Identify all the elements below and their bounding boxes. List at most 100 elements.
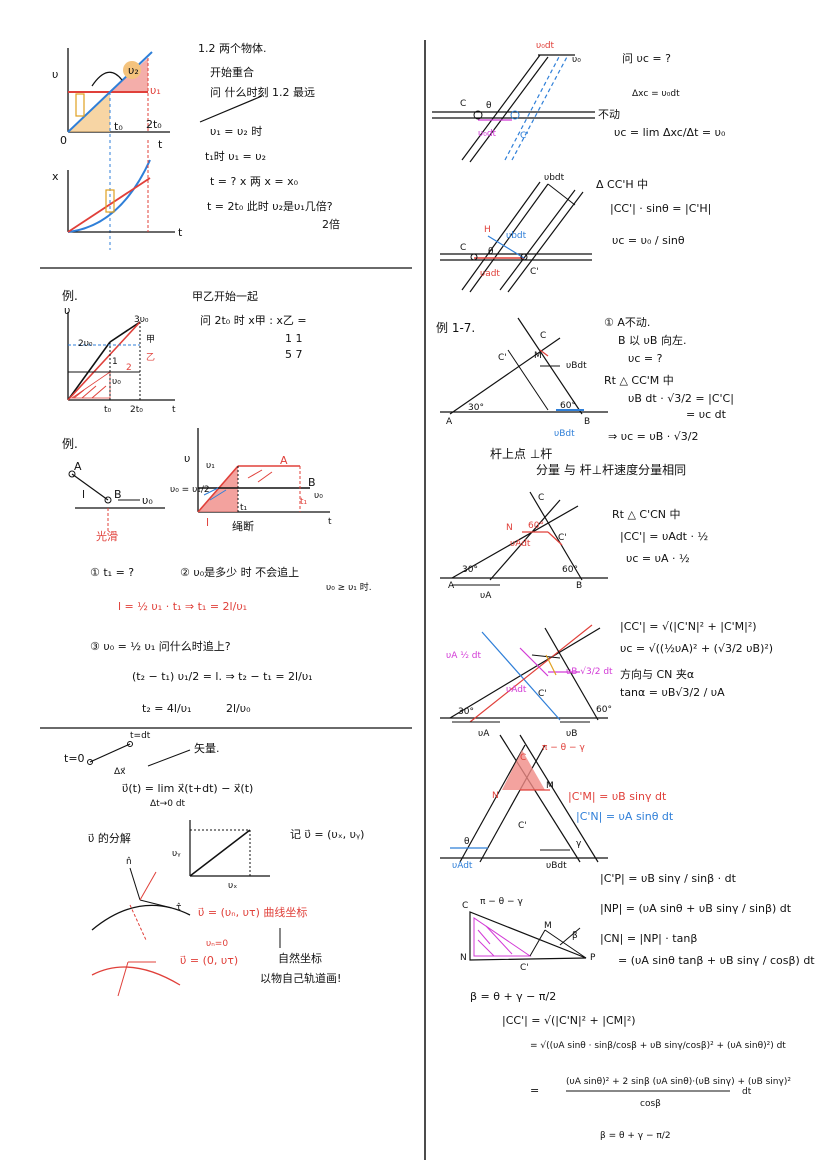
formula: β = θ + γ − π/2 [470,990,557,1003]
formula: dt [742,1087,752,1097]
diagram-label: 30° [468,403,484,413]
formula: |NP| = (υA sinθ + υB sinγ / sinβ) dt [600,902,792,915]
diagram-label: 60° [528,521,544,531]
formula: υc = lim Δxc/Δt = υ₀ [614,126,726,139]
graph-label: l [206,516,210,529]
diagram-label: t=dt [130,731,151,741]
diagram-label: t=0 [64,752,85,765]
diagram-label: υAdt [506,685,527,695]
graph-label: 甲 [146,335,156,345]
note-4-line: υ⃗ 的分解 [88,832,131,845]
diagram-label: 60° [596,705,612,715]
formula: υ⃗ = (0, υτ) [180,954,239,967]
note-2-line: 问 2t₀ 时 x甲 : x乙 = [200,314,307,327]
note-r3-line: Rt △ CC'M 中 [604,374,674,387]
note-r1-line: 问 υc = ? [622,52,671,65]
formula: β = θ + γ − π/2 [600,1131,671,1141]
diagram-label: C' [520,963,529,973]
diagram-label: υA [480,591,492,601]
graph-label: υₓ [228,881,238,891]
graph-label: 2 [126,363,132,373]
diagram-label: C [538,493,545,503]
formula: |C'N| = υA sinθ dt [576,810,674,823]
graph-label: x [52,170,59,183]
diagram-label: B [584,417,591,427]
diagram-label: υA [478,729,490,739]
note-1-line: 开始重合 [210,66,254,79]
diagram-label: C [520,753,527,763]
diagram-label: 30° [458,707,474,717]
graph-label: t [178,226,183,239]
diagram-label: M [544,921,552,931]
example-label: 例. [62,289,78,303]
formula: υ⃗(t) = lim x⃗(t+dt) − x⃗(t) [122,782,254,795]
diagram-label: υB [566,729,578,739]
note-1-line: 问 什么时刻 1.2 最远 [210,86,315,99]
graph-label: υ [184,452,191,465]
note-r2-line: Δ CC'H 中 [596,178,649,191]
triangle-diagram-3 [440,624,608,723]
note-r4-line: Rt △ C'CN 中 [612,508,681,521]
formula: l = ½ υ₁ · t₁ ⇒ t₁ = 2l/υ₁ [118,600,248,613]
graph-label: t [158,138,163,151]
graph-label: n̂ [126,857,132,867]
formula: υc = υ₀ / sinθ [612,234,685,247]
diagram-label: β [572,931,578,941]
diagram-label: C [460,99,467,109]
formula: = (υA sinθ tanβ + υB sinγ / cosβ) dt [618,954,815,967]
note-1-line: t = ? x 两 x = x₀ [210,175,298,188]
vector-sketch [87,741,281,997]
note-1-title: 1.2 两个物体. [198,42,267,55]
formula: |CN| = |NP| · tanβ [600,932,698,945]
diagram-label: υadt [480,269,500,279]
note-r5-line: 方向与 CN 夹α [620,668,695,681]
graph-label: υ₀ [112,377,121,387]
example-label: 例 1-7. [436,321,476,335]
note-2-line: 1 1 [285,332,303,345]
note-4-line: 自然坐标 [278,952,322,965]
note-r2-line: |CC'| · sinθ = |C'H| [610,202,712,215]
note-r3-line: ① A不动. [604,316,651,329]
graph-label: t₀ [114,120,123,133]
diagram-label: γ [576,839,582,849]
diagram-label: C [540,331,547,341]
xt-graph-1 [67,95,263,233]
note-4-line: 记 υ⃗ = (υₓ, υᵧ) [290,828,365,841]
diagram-label: θ [464,837,470,847]
graph-label: 1 [112,357,118,367]
note-2-line: 甲乙开始一起 [192,290,258,303]
diagram-label: θ [488,247,494,257]
diagram-label: υBdt [566,361,587,371]
formula: υₙ=0 [206,939,229,949]
graph-label: 2t₀ [146,118,162,131]
question: ① t₁ = ? [90,566,135,579]
formula: = υc dt [686,408,726,421]
rail-diagram-1 [432,54,595,163]
vt-graph-1 [67,48,170,250]
graph-label: t₁ [240,503,248,513]
graph-label: υ₁ [206,461,215,471]
formula: = [530,1084,540,1097]
diagram-label: C' [498,353,507,363]
diagram-label: π − θ − γ [480,897,523,907]
diagram-label: υbdt [544,173,565,183]
rail-diagram-2 [440,181,592,293]
note-4-line: 矢量. [194,742,220,755]
diagram-label: A [446,417,453,427]
formula: Δt→0 dt [150,799,186,809]
graph-label: υ [64,304,71,317]
formula: υ⃗ = (υₙ, υτ) 曲线坐标 [198,906,308,919]
diagram-label: A [74,460,82,473]
diagram-label: 60° [560,401,576,411]
diagram-label: C [460,243,467,253]
formula: cosβ [640,1099,661,1109]
graph-label: υᵧ [172,849,181,859]
example-label: 例. [62,437,78,451]
graph-label: τ̂ [176,903,182,913]
note-r3-line: 分量 与 杆⊥杆速度分量相同 [536,463,687,477]
diagram-label: υ₀ [572,55,581,65]
diagram-label: P [590,953,596,963]
graph-label: 0 [60,134,67,147]
diagram-label: C' [558,533,567,543]
